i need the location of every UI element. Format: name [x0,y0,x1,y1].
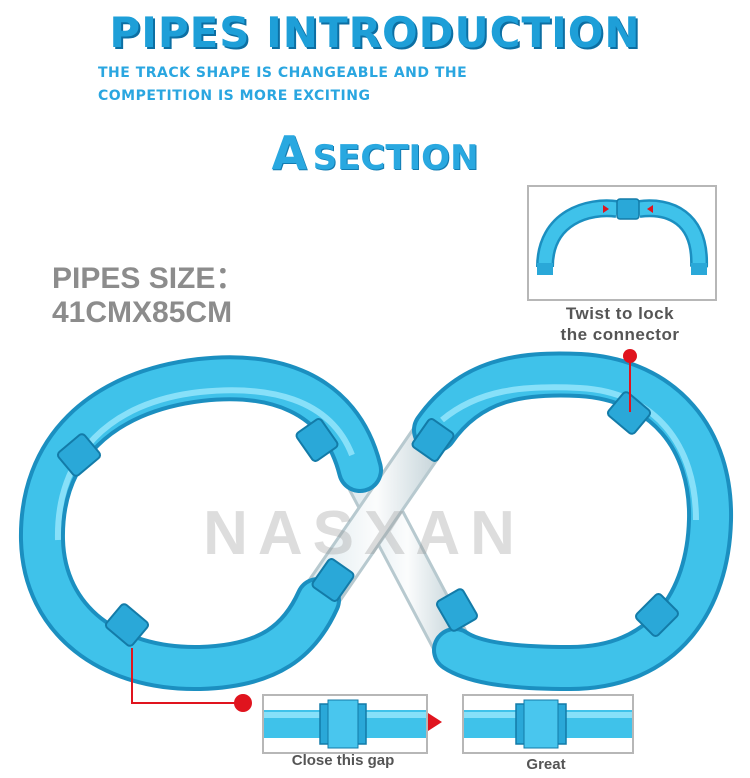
joined-pipe-illustration [464,699,632,749]
callout-markers [131,349,637,731]
great-inset-image [462,694,634,754]
marker-dot-connector [623,349,637,363]
connector-inset-image [527,185,717,301]
connector-joint [435,588,479,632]
section-word: SECTION [312,138,479,178]
connector-piece-icon [616,198,640,220]
right-loop-pipe [412,351,734,692]
arrow-right-icon [647,205,653,213]
connector-joint [295,418,339,462]
subtitle-line-2: COMPETITION IS MORE EXCITING [98,88,371,104]
page-subtitle: THE TRACK SHAPE IS CHANGEABLE AND THE CO… [98,62,658,108]
connector-joint [411,418,455,462]
gap-pipe-illustration [264,699,426,749]
watermark-text: NASXAN [203,499,525,568]
pipe-connectors [56,391,679,647]
arrow-left-icon [603,205,609,213]
pipes-size-label: PIPES SIZE： [52,262,246,295]
arrow-right-icon [428,713,442,731]
connector-caption: Twist to lock the connector [527,303,713,345]
gap-caption: Close this gap [291,752,395,769]
pipes-size-block: PIPES SIZE： 41CMX85CM [52,262,312,330]
connector-joint [606,391,652,435]
page-title: PIPES INTRODUCTION [109,8,641,57]
connector-joint [311,558,355,602]
gap-inset-image [262,694,428,754]
connector-caption-line-2: the connector [560,325,680,344]
connector-joint [635,593,679,637]
left-loop-pipe [18,355,383,692]
section-letter: A [271,126,308,180]
connector-caption-line-1: Twist to lock [565,304,675,323]
subtitle-line-1: THE TRACK SHAPE IS CHANGEABLE AND THE [98,65,468,81]
connector-arch-illustration [536,198,709,275]
pipes-size-value: 41CMX85CM [52,296,233,329]
great-caption: Great [526,756,566,773]
connector-joint [56,433,102,477]
marker-dot-gap [234,694,252,712]
section-heading: A SECTION [0,126,750,180]
connector-joint [104,603,150,647]
